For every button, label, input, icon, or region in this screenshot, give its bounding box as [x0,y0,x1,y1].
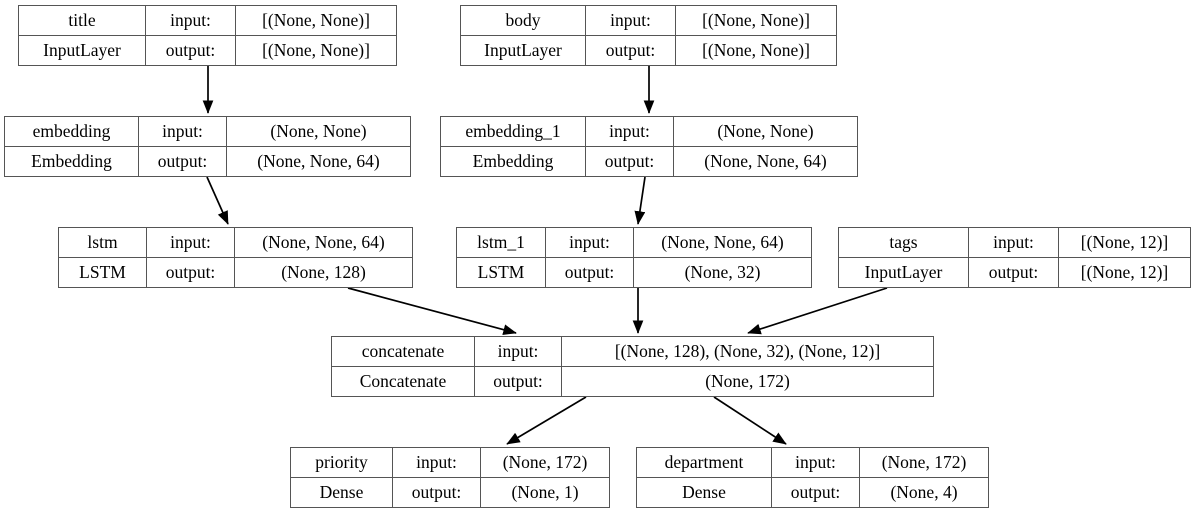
input-label: input: [147,228,235,257]
input-shape: (None, None) [270,120,367,141]
layer-class: InputLayer [461,36,586,65]
output-shape: (None, 32) [684,261,761,282]
output-shape: (None, 128) [281,261,366,282]
layer-class: LSTM [457,258,546,287]
input-label: input: [586,117,674,146]
input-label: input: [146,6,236,35]
output-shape: (None, 1) [511,481,579,502]
output-label: output: [139,147,227,176]
layer-name: embedding [5,117,139,146]
input-shape: [(None, 12)] [1080,231,1169,252]
layer-name: embedding_1 [441,117,586,146]
input-shape: (None, 172) [881,451,967,472]
input-label: input: [546,228,634,257]
layer-class: InputLayer [839,258,969,287]
output-label: output: [393,478,481,507]
input-shape: (None, None, 64) [661,231,784,252]
input-label: input: [772,448,860,477]
output-label: output: [146,36,236,65]
output-label: output: [147,258,235,287]
edge-concatenate-to-department [713,396,787,445]
input-shape: [(None, None)] [262,9,370,30]
output-label: output: [586,36,676,65]
input-label: input: [586,6,676,35]
output-shape: (None, None, 64) [257,150,380,171]
output-shape: (None, 4) [890,481,958,502]
input-label: input: [969,228,1059,257]
layer-class: Concatenate [332,367,475,396]
input-label: input: [475,337,562,366]
input-shape: (None, None, 64) [262,231,385,252]
input-label: input: [139,117,227,146]
layer-name: concatenate [332,337,475,366]
output-shape: [(None, None)] [262,39,370,60]
layer-name: department [637,448,772,477]
edge-lstm-to-concatenate [347,287,517,335]
edge-tags-to-concatenate [747,287,888,335]
layer-class: Dense [291,478,393,507]
layer-name: priority [291,448,393,477]
output-label: output: [969,258,1059,287]
layer-class: Embedding [5,147,139,176]
output-shape: [(None, None)] [702,39,810,60]
layer-class: Dense [637,478,772,507]
output-shape: (None, 172) [705,370,790,391]
layer-name: tags [839,228,969,257]
input-shape: [(None, 128), (None, 32), (None, 12)] [614,340,881,361]
output-shape: [(None, 12)] [1080,261,1169,282]
layer-name: title [19,6,146,35]
output-label: output: [586,147,674,176]
output-label: output: [546,258,634,287]
layer-name: lstm [59,228,147,257]
layer-name: body [461,6,586,35]
layer-class: LSTM [59,258,147,287]
input-label: input: [393,448,481,477]
input-shape: (None, None) [717,120,814,141]
output-label: output: [475,367,562,396]
layer-class: Embedding [441,147,586,176]
edge-concatenate-to-priority [506,396,587,445]
layer-name: lstm_1 [457,228,546,257]
output-label: output: [772,478,860,507]
output-shape: (None, None, 64) [704,150,827,171]
input-shape: [(None, None)] [702,9,810,30]
layer-class: InputLayer [19,36,146,65]
edge-embedding-to-lstm [206,176,229,225]
input-shape: (None, 172) [502,451,588,472]
edge-embedding_1-to-lstm_1 [634,176,646,225]
